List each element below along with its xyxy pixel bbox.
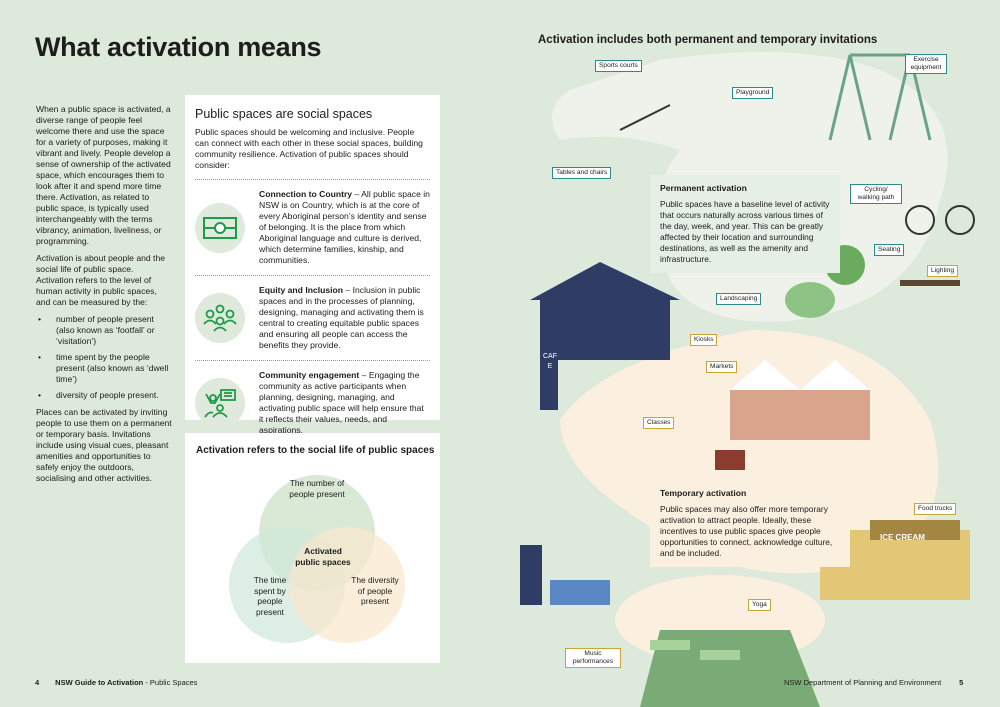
tag-exercise-equipment: Exercise equipment xyxy=(905,54,947,74)
tag-seating: Seating xyxy=(874,244,905,256)
consideration-item: Connection to Country – All public space… xyxy=(195,179,430,275)
venn-circle-diversity xyxy=(289,527,405,643)
page-title: What activation means xyxy=(35,32,322,62)
tag-yoga: Yoga xyxy=(748,599,771,611)
venn-label-center: Activated public spaces xyxy=(295,546,351,567)
right-title: Activation includes both permanent and t… xyxy=(538,34,878,46)
activation-illustration xyxy=(520,52,975,707)
ice-cream-sign: ICE CREAM xyxy=(880,533,925,542)
measure-list: number of people present (also known as … xyxy=(36,314,172,401)
consideration-item: Equity and Inclusion – Inclusion in publ… xyxy=(195,275,430,360)
tag-markets: Markets xyxy=(706,361,738,373)
venn-diagram xyxy=(229,475,405,643)
consideration-item: Community engagement – Engaging the comm… xyxy=(195,360,430,445)
tag-playground: Playground xyxy=(732,87,774,99)
venn-label-number: The number of people present xyxy=(289,478,345,499)
permanent-activation-box: Permanent activation Public spaces have … xyxy=(650,175,840,273)
temporary-activation-box: Temporary activation Public spaces may a… xyxy=(650,480,850,567)
community-speech-icon xyxy=(195,378,245,428)
venn-card: Activation refers to the social life of … xyxy=(185,433,440,663)
list-item: time spent by the people present (also k… xyxy=(36,352,172,385)
intro-text: When a public space is activated, a dive… xyxy=(36,104,172,490)
tag-food-trucks: Food trucks xyxy=(914,503,957,515)
tag-music-performances: Music performances xyxy=(565,648,621,668)
cafe-sign: CAFE xyxy=(543,353,557,370)
tag-landscaping: Landscaping xyxy=(716,293,762,305)
footer-right: NSW Department of Planning and Environme… xyxy=(784,678,964,687)
tag-sports-courts: Sports courts xyxy=(595,60,642,72)
tag-kiosks: Kiosks xyxy=(690,334,718,346)
venn-title: Activation refers to the social life of … xyxy=(196,445,435,456)
people-group-icon xyxy=(195,293,245,343)
venn-label-time: The time spent by people present xyxy=(253,575,287,617)
tag-cycling-walking-path: Cycling/ walking path xyxy=(850,184,902,204)
venn-label-diversity: The diversity of people present xyxy=(351,575,399,606)
aboriginal-flag-icon xyxy=(195,202,245,253)
tag-tables-and-chairs: Tables and chairs xyxy=(552,167,612,179)
tag-lighting: Lighting xyxy=(927,265,959,277)
social-spaces-card: Public spaces are social spaces Public s… xyxy=(185,95,440,435)
list-item: diversity of people present. xyxy=(36,390,172,401)
card-title: Public spaces are social spaces xyxy=(195,107,373,121)
list-item: number of people present (also known as … xyxy=(36,314,172,347)
tag-classes: Classes xyxy=(643,417,675,429)
